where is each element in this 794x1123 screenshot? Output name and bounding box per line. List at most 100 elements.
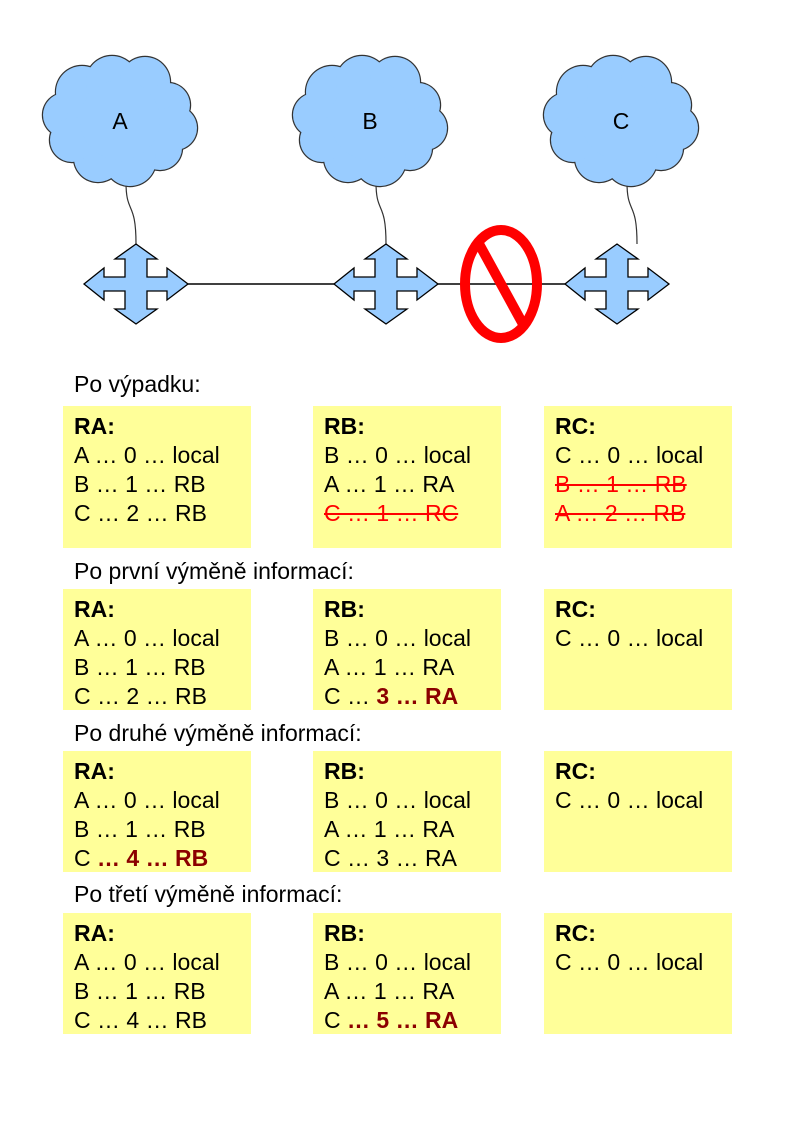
changed-route-part: … 5 … RA xyxy=(347,1007,459,1033)
cloud-label: A xyxy=(112,108,128,134)
route-entry: B … 0 … local xyxy=(324,786,501,815)
stage-heading: Po první výměně informací: xyxy=(74,558,354,584)
route-entry: A … 0 … local xyxy=(74,948,251,977)
route-entry: C … 0 … local xyxy=(555,786,732,815)
route-entry: A … 0 … local xyxy=(74,441,251,470)
route-entry: C … 5 … RA xyxy=(324,1006,501,1035)
cloud-label: B xyxy=(362,108,377,134)
table-title: RA: xyxy=(74,920,115,946)
access-wire xyxy=(375,181,387,245)
stage-heading: Po výpadku: xyxy=(74,371,201,397)
route-entry: B … 0 … local xyxy=(324,948,501,977)
route-text: C … 0 … local xyxy=(555,949,704,975)
route-entry: A … 1 … RA xyxy=(324,977,501,1006)
route-text: B … 1 … RB xyxy=(74,654,206,680)
route-text: B … 0 … local xyxy=(324,625,471,651)
route-text: C xyxy=(324,1007,347,1033)
route-text: B … 0 … local xyxy=(324,787,471,813)
route-text: C xyxy=(74,845,97,871)
table-title: RC: xyxy=(555,413,596,439)
route-entry: A … 1 … RA xyxy=(324,470,501,499)
routing-table-rc: RC: C … 0 … local xyxy=(544,589,732,710)
removed-route: B … 1 … RB xyxy=(555,471,687,497)
route-text: A … 0 … local xyxy=(74,949,220,975)
cloud-label: C xyxy=(613,108,630,134)
route-text: B … 1 … RB xyxy=(74,978,206,1004)
route-entry: C … 0 … local xyxy=(555,441,732,470)
route-text: B … 1 … RB xyxy=(74,816,206,842)
table-title: RB: xyxy=(324,596,365,622)
route-entry: C … 1 … RC xyxy=(324,499,501,528)
route-entry: C … 2 … RB xyxy=(74,682,251,711)
changed-route-part: 3 … RA xyxy=(376,683,459,709)
table-title: RB: xyxy=(324,758,365,784)
routing-table-rb: RB: B … 0 … local A … 1 … RA C … 3 … RA xyxy=(313,751,501,872)
table-title: RA: xyxy=(74,758,115,784)
table-title: RC: xyxy=(555,758,596,784)
route-text: A … 1 … RA xyxy=(324,978,455,1004)
table-title: RC: xyxy=(555,920,596,946)
network-diagram: A B C xyxy=(41,54,700,343)
route-text: B … 1 … RB xyxy=(74,471,206,497)
route-text: C … 0 … local xyxy=(555,787,704,813)
router-icon xyxy=(563,243,671,325)
route-text: C … 2 … RB xyxy=(74,500,207,526)
table-title: RA: xyxy=(74,596,115,622)
route-entry: A … 0 … local xyxy=(74,786,251,815)
router-icon xyxy=(82,243,190,325)
removed-route: A … 2 … RB xyxy=(555,500,686,526)
routing-table-rc: RC: C … 0 … local B … 1 … RB A … 2 … RB xyxy=(544,406,732,548)
route-entry: B … 1 … RB xyxy=(74,815,251,844)
route-entry: B … 0 … local xyxy=(324,441,501,470)
table-title: RA: xyxy=(74,413,115,439)
route-entry: B … 1 … RB xyxy=(555,470,732,499)
route-entry: A … 2 … RB xyxy=(555,499,732,528)
table-title: RB: xyxy=(324,920,365,946)
cloud-b: B xyxy=(291,54,449,245)
cloud-a: A xyxy=(41,54,199,245)
route-text: C … xyxy=(324,683,377,709)
routing-table-ra: RA: A … 0 … local B … 1 … RB C … 2 … RB xyxy=(63,589,251,710)
stage-heading: Po třetí výměně informací: xyxy=(74,881,343,907)
route-text: A … 1 … RA xyxy=(324,816,455,842)
no-entry-sign-icon xyxy=(460,225,542,343)
route-text: C … 4 … RB xyxy=(74,1007,207,1033)
route-entry: B … 1 … RB xyxy=(74,653,251,682)
route-text: C … 0 … local xyxy=(555,442,704,468)
route-text: C … 2 … RB xyxy=(74,683,207,709)
route-text: A … 1 … RA xyxy=(324,471,455,497)
routing-table-ra: RA: A … 0 … local B … 1 … RB C … 4 … RB xyxy=(63,913,251,1034)
route-text: C … 3 … RA xyxy=(324,845,457,871)
routing-table-ra: RA: A … 0 … local B … 1 … RB C … 2 … RB xyxy=(63,406,251,548)
access-wire xyxy=(125,181,137,245)
route-entry: B … 1 … RB xyxy=(74,977,251,1006)
access-wire xyxy=(626,181,638,245)
table-title: RC: xyxy=(555,596,596,622)
route-entry: B … 0 … local xyxy=(324,624,501,653)
routing-table-rc: RC: C … 0 … local xyxy=(544,913,732,1034)
route-text: B … 0 … local xyxy=(324,442,471,468)
route-entry: C … 3 … RA xyxy=(324,844,501,873)
route-entry: A … 1 … RA xyxy=(324,653,501,682)
route-entry: C … 3 … RA xyxy=(324,682,501,711)
route-entry: C … 4 … RB xyxy=(74,1006,251,1035)
route-text: A … 0 … local xyxy=(74,625,220,651)
route-text: A … 0 … local xyxy=(74,442,220,468)
route-text: C … 0 … local xyxy=(555,625,704,651)
changed-route-part: … 4 … RB xyxy=(97,845,209,871)
route-entry: A … 1 … RA xyxy=(324,815,501,844)
route-entry: C … 2 … RB xyxy=(74,499,251,528)
route-text: A … 0 … local xyxy=(74,787,220,813)
router-icon xyxy=(332,243,440,325)
routing-table-rc: RC: C … 0 … local xyxy=(544,751,732,872)
stage-heading: Po druhé výměně informací: xyxy=(74,720,362,746)
route-entry: C … 4 … RB xyxy=(74,844,251,873)
route-entry: C … 0 … local xyxy=(555,624,732,653)
route-text: B … 0 … local xyxy=(324,949,471,975)
route-entry: C … 0 … local xyxy=(555,948,732,977)
table-title: RB: xyxy=(324,413,365,439)
